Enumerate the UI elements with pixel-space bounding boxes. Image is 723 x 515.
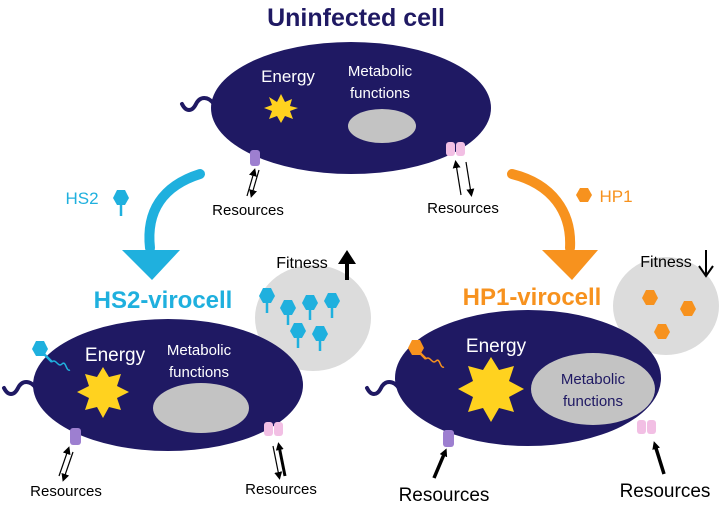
hp1-fitness-label: Fitness: [640, 254, 692, 271]
infection-arrowhead-hp1: [542, 250, 598, 280]
resource-flow-arrow: [465, 161, 475, 197]
membrane-transporter-icon: [456, 142, 465, 156]
fitness-down-arrow-icon: [698, 250, 714, 278]
virus-particle-icon: [408, 340, 445, 368]
virus-particle-icon: [113, 190, 129, 216]
membrane-transporter-icon: [70, 428, 81, 445]
hs2-virocell: Fitness HS2-virocell: [2, 250, 371, 500]
metabolic-label-line1: Metabolic: [167, 342, 232, 359]
hp1-virocell: Fitness HP1-virocell Energy Metabolic fu…: [365, 250, 719, 506]
energy-label: Energy: [261, 67, 315, 86]
virus-particle-icon: [642, 290, 658, 305]
resource-flow-arrow: [249, 169, 260, 198]
energy-starburst-icon: [77, 367, 129, 418]
infection-arrow-hs2: [144, 169, 205, 253]
infection-arrowhead-hs2: [122, 250, 180, 280]
infection-arrow-hp1: [507, 169, 576, 253]
resources-label-left: Resources: [399, 485, 490, 506]
metabolic-label-line2: functions: [350, 85, 410, 102]
uninfected-title: Uninfected cell: [267, 4, 445, 32]
hs2-virus-label: HS2: [65, 189, 98, 208]
metabolic-label-line2: functions: [169, 364, 229, 381]
virus-particle-icon: [324, 293, 340, 318]
fitness-up-arrow-icon: [338, 250, 356, 280]
flagellum-icon: [180, 96, 216, 112]
resource-flow-arrow: [275, 442, 287, 477]
hp1-virus-label: HP1: [599, 187, 632, 206]
resources-label-right: Resources: [620, 481, 711, 502]
membrane-transporter-icon: [250, 150, 260, 166]
cell-body: [211, 42, 491, 174]
flagellum-icon: [2, 380, 38, 396]
resource-flow-arrow: [246, 168, 257, 197]
energy-label: Energy: [466, 336, 527, 357]
membrane-transporter-icon: [264, 422, 273, 436]
membrane-transporter-icon: [637, 420, 646, 434]
membrane-transporter-icon: [647, 420, 656, 434]
resources-label-right: Resources: [245, 481, 317, 498]
membrane-transporter-icon: [446, 142, 455, 156]
metabolic-functions-blob: [153, 383, 249, 433]
virus-particle-icon: [680, 301, 696, 316]
fitness-bubble: [255, 265, 371, 371]
membrane-transporter-icon: [443, 430, 454, 447]
virus-particle-icon: [290, 323, 306, 348]
energy-starburst-icon: [458, 357, 524, 422]
virus-particle-icon: [280, 300, 296, 325]
resource-flow-arrow: [58, 446, 71, 477]
virus-particle-icon: [654, 324, 670, 339]
hs2-infection-transition: HS2: [65, 169, 205, 280]
energy-starburst-icon: [264, 94, 298, 123]
resources-label-left: Resources: [30, 483, 102, 500]
resource-flow-arrow: [432, 448, 448, 479]
virus-particle-icon: [259, 288, 275, 313]
virus-particle-icon: [32, 341, 71, 371]
metabolic-functions-blob: [531, 353, 655, 425]
hp1-infection-transition: HP1: [507, 169, 633, 280]
metabolic-functions-blob: [348, 109, 416, 143]
energy-label: Energy: [85, 345, 146, 366]
flagellum-icon: [365, 380, 401, 396]
metabolic-label-line2: functions: [563, 393, 623, 410]
hs2-fitness-label: Fitness: [276, 255, 328, 272]
hp1-title: HP1-virocell: [463, 284, 602, 311]
resource-flow-arrow: [652, 441, 666, 475]
hs2-title: HS2-virocell: [94, 287, 233, 314]
resource-flow-arrow: [61, 451, 74, 482]
membrane-transporter-icon: [274, 422, 283, 436]
uninfected-cell: Uninfected cell Energy Metabolic functio…: [180, 4, 499, 219]
metabolic-label-line1: Metabolic: [348, 63, 413, 80]
resource-flow-arrow: [272, 445, 283, 480]
fitness-bubble: [613, 257, 719, 355]
virus-particle-icon: [576, 188, 592, 202]
virus-particle-icon: [312, 326, 328, 351]
resources-label-right: Resources: [427, 200, 499, 217]
virus-particle-icon: [302, 295, 318, 320]
resources-label-left: Resources: [212, 202, 284, 219]
resource-flow-arrow: [452, 160, 462, 196]
metabolic-label-line1: Metabolic: [561, 371, 626, 388]
